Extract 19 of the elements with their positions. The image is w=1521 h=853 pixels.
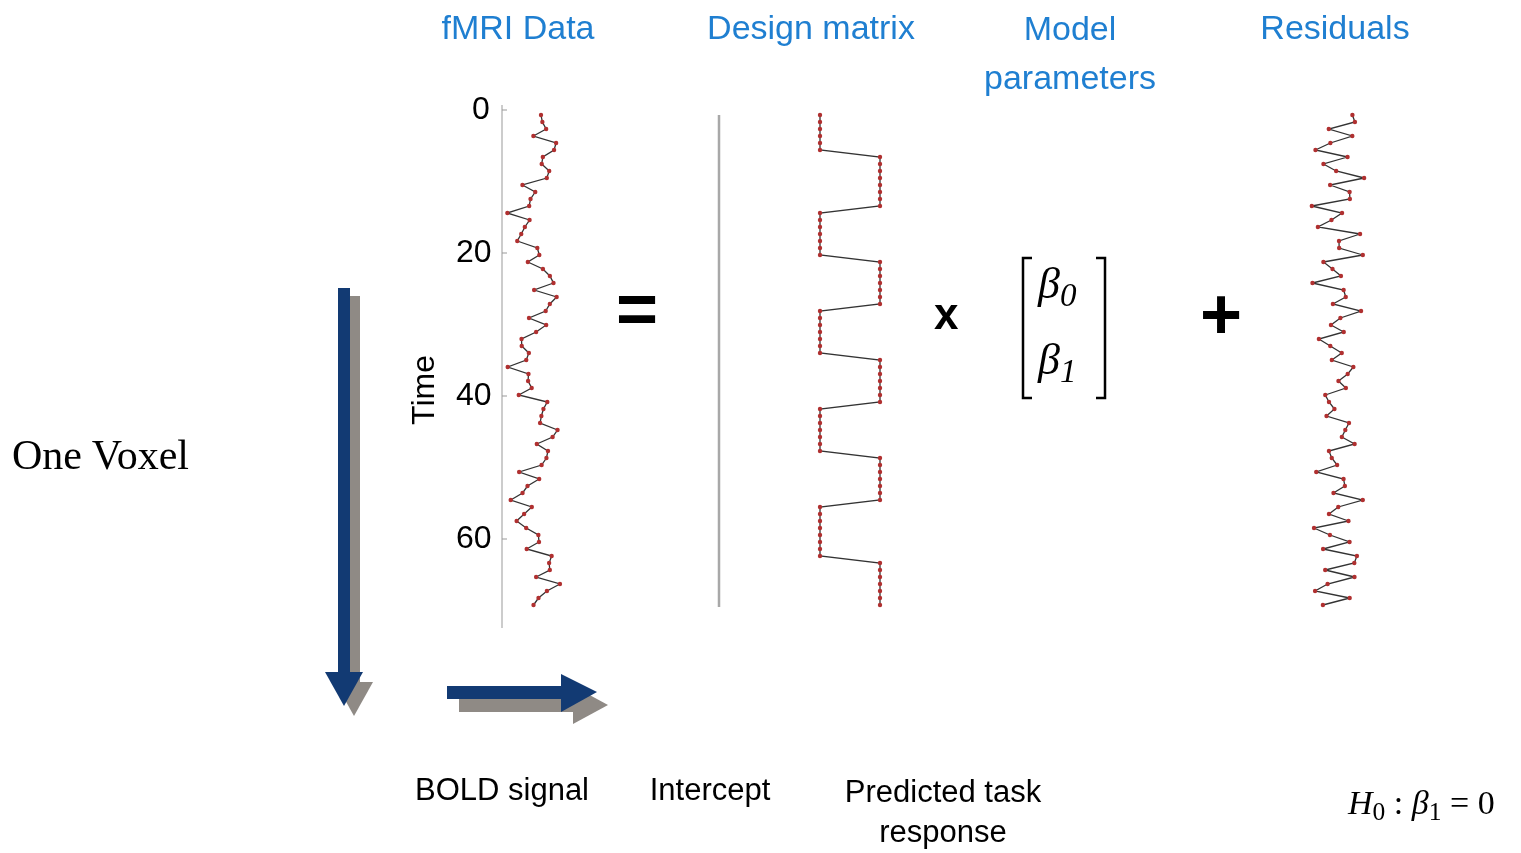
multiply-sign: x (934, 292, 959, 336)
column-heading: Residuals (1259, 7, 1411, 48)
axis-title: Time (406, 355, 439, 425)
axis-tick-label: 20 (456, 235, 492, 267)
axis-tick-label: 40 (456, 378, 492, 410)
column-heading: fMRI Data (440, 7, 596, 48)
regressor-label: Intercept (648, 771, 772, 809)
null-hypothesis-formula: H$_{0}$ : β$_{1}$ = 0 (1348, 786, 1495, 820)
regressor-label: Predicted task response (843, 773, 1043, 852)
equals-sign: = (616, 272, 659, 344)
plus-sign: + (1200, 278, 1243, 350)
parameter-symbol: β$_{1}$ (1038, 338, 1077, 382)
axis-tick-label: 60 (456, 521, 492, 553)
column-heading: Design matrix (706, 7, 916, 48)
regressor-label: BOLD signal (414, 771, 590, 809)
voxel-caption: One Voxel (12, 434, 189, 476)
column-heading: Model parameters (983, 8, 1157, 99)
axis-tick-label: 0 (472, 92, 490, 124)
parameter-symbol: β$_{0}$ (1038, 262, 1077, 306)
